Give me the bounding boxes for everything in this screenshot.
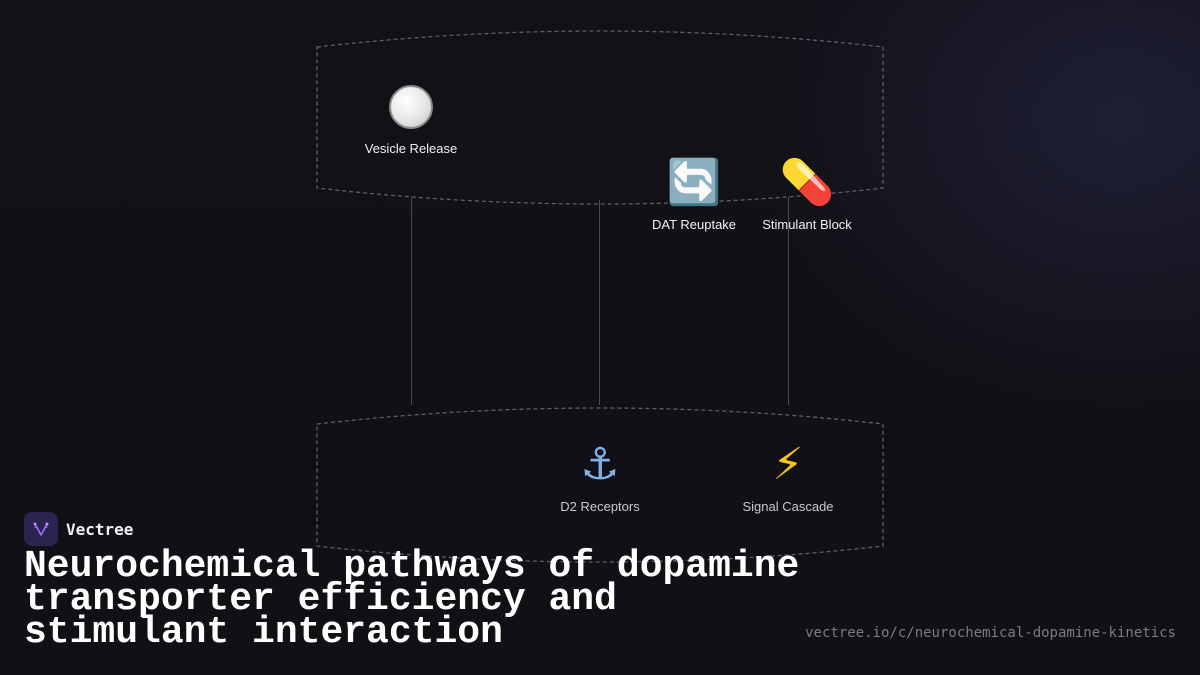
pill-icon: 💊 — [779, 157, 835, 208]
node-label: D2 Receptors — [560, 499, 640, 514]
reuptake-arrows-icon: 🔄 — [666, 157, 722, 208]
node-label: Signal Cascade — [742, 499, 834, 514]
node-dat-reuptake: 🔄 DAT Reuptake — [624, 157, 764, 233]
brand[interactable]: Vectree — [24, 512, 133, 546]
node-d2-receptors: ⚓ D2 Receptors — [530, 439, 670, 515]
node-vesicle-release: Vesicle Release — [341, 82, 481, 156]
brand-name: Vectree — [66, 519, 134, 539]
lightning-icon: ⚡ — [772, 439, 804, 490]
postsynaptic-terminal-outline — [316, 407, 884, 563]
white-circle-icon — [341, 82, 481, 132]
node-label: DAT Reuptake — [651, 217, 737, 232]
page-title: Neurochemical pathways of dopamine trans… — [24, 545, 800, 654]
node-label: Vesicle Release — [364, 141, 458, 156]
node-signal-cascade: ⚡ Signal Cascade — [718, 439, 858, 515]
node-label: Stimulant Block — [762, 217, 852, 232]
node-stimulant-block: 💊 Stimulant Block — [737, 157, 877, 233]
vectree-logo-icon — [24, 512, 58, 546]
anchor-icon: ⚓ — [580, 439, 620, 490]
presynaptic-terminal-outline — [316, 30, 884, 205]
page-url[interactable]: vectree.io/c/neurochemical-dopamine-kine… — [805, 625, 1176, 641]
